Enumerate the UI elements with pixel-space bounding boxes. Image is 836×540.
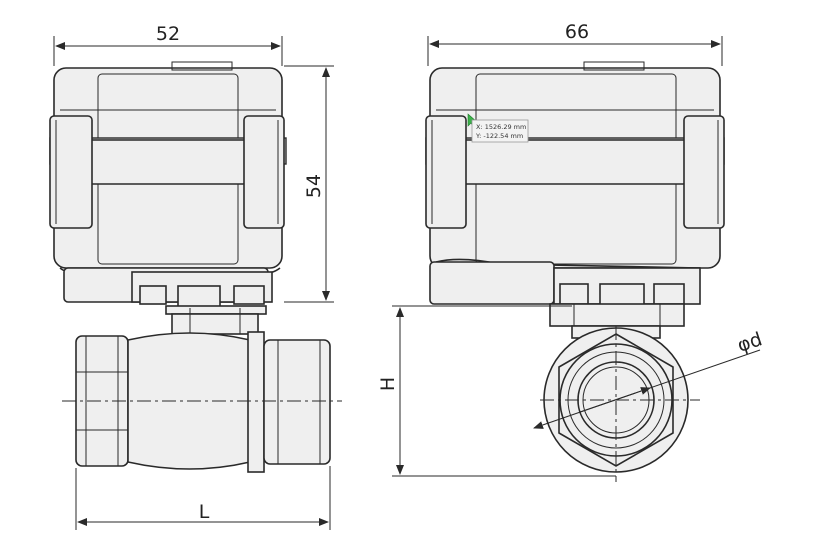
side-view: 66 H φd X: 1526.29 mm Y: -122.54 mm [377,21,765,482]
dim-66: 66 [427,21,723,66]
dim-L: L [75,466,331,530]
dim-phi-d: φd [533,328,765,429]
tooltip-x-readout: X: 1526.29 mm [476,123,526,131]
front-mounting-bracket [131,271,273,335]
cursor-coordinate-tooltip: X: 1526.29 mm Y: -122.54 mm [467,113,529,143]
front-view: 52 54 L [49,23,342,530]
dim-label-L: L [199,501,210,523]
dim-52: 52 [53,23,283,66]
front-valve-body [75,331,331,473]
front-actuator-housing [49,61,287,303]
dim-54: 54 [284,65,334,303]
dim-label-66: 66 [565,21,589,43]
side-mounting-bracket [549,267,701,339]
dim-H: H [377,305,616,477]
dim-label-52: 52 [156,23,180,45]
side-actuator-housing [425,61,725,305]
tooltip-y-readout: Y: -122.54 mm [475,132,523,140]
dim-label-phi-d: φd [735,328,765,357]
dim-label-54: 54 [303,174,325,198]
dim-label-H: H [377,377,399,391]
